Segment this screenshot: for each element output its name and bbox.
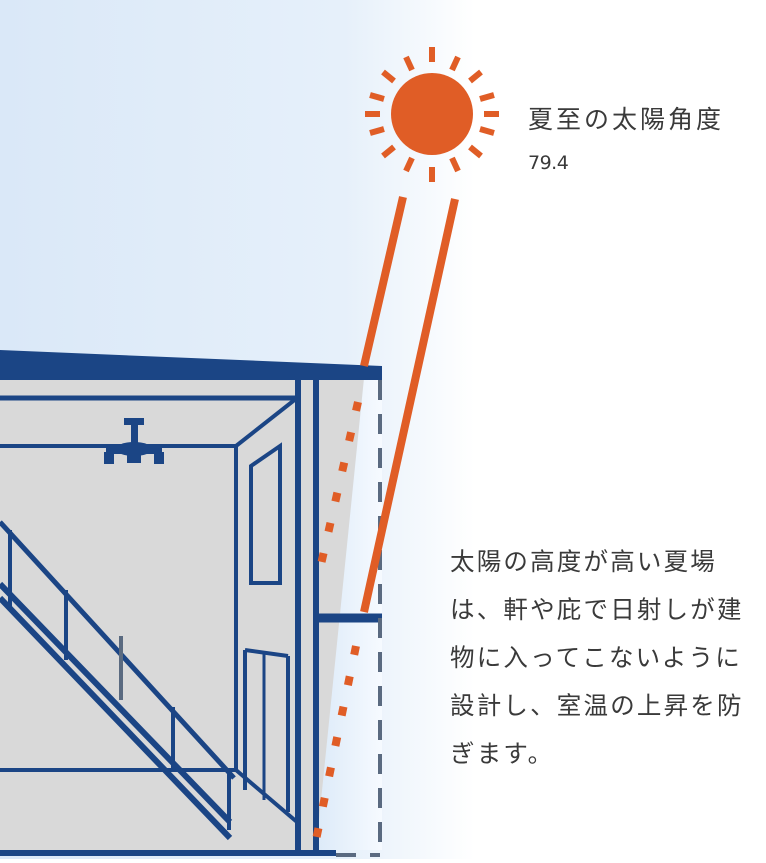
staircase xyxy=(0,520,236,841)
sun-angle-title: 夏至の太陽角度 xyxy=(528,105,725,134)
building-structure xyxy=(0,378,382,856)
roof-eave xyxy=(0,350,382,380)
description-text: 太陽の高度が高い夏場 は、軒や庇で日射しが建 物に入ってこないように 設計し、室… xyxy=(450,538,766,778)
sun-ray-dotted-lines xyxy=(312,401,362,841)
ceiling-fan-icon xyxy=(104,418,164,464)
sun-angle-value: 79.4 xyxy=(528,152,569,174)
description-line: 物に入ってこないように xyxy=(450,643,742,672)
description-line: は、軒や庇で日射しが建 xyxy=(450,595,744,624)
description-line: 設計し、室温の上昇を防 xyxy=(450,691,744,720)
sun-icon xyxy=(365,47,499,182)
description-line: ぎます。 xyxy=(450,739,555,768)
description-line: 太陽の高度が高い夏場 xyxy=(450,547,717,576)
building-interior xyxy=(0,378,364,850)
sun-ray-lines xyxy=(360,196,459,613)
